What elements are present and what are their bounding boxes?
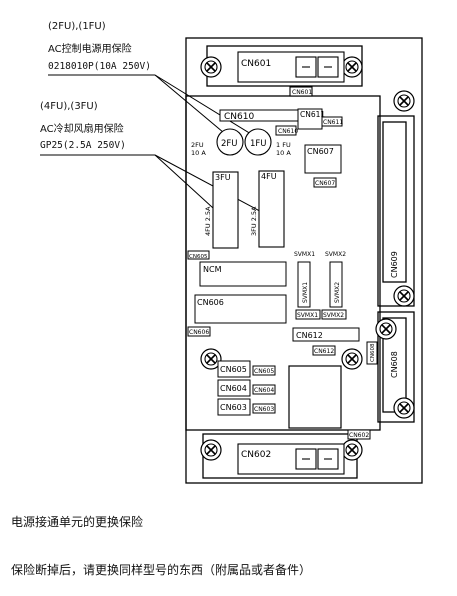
cn604-connector [217,379,251,397]
fuse-3fu [212,171,239,249]
pcb-board [185,95,381,431]
cn609-label: CN609 [390,251,399,278]
cn607-tag: CN607 [315,180,335,187]
fuse-1-2-purpose: AC控制电源用保险 [48,44,132,55]
fuse-2fu-text: 2FU [221,139,238,149]
cn605-connector [217,360,251,378]
caption-title: 电源接通单元的更换保险 [11,515,144,529]
right-panel-upper [377,115,415,307]
cn607-label: CN607 [307,147,334,156]
svmx1-body-label: SVMX1 [302,282,309,303]
leader-lines [40,74,272,219]
cn606-tag: CN606 [189,329,209,336]
cn606-connector [194,294,287,324]
cn607-connector [304,144,342,174]
cn608-label: CN608 [390,351,399,378]
fuse-4fu [258,170,285,248]
cn605-label: CN605 [220,365,247,374]
fuse-4fu-rating: 3FU 2.5A [250,206,258,236]
right-panel-lower [377,311,415,423]
transformer-block [288,365,342,429]
cn603-connector [217,398,251,416]
svmx2-tag: SVMX2 [323,312,344,319]
fuse-3fu-rating: 4FU 2.5A [204,206,212,236]
fuse-3-4-spec: GP25(2.5A 250V) [40,140,126,151]
cn606-label: CN606 [197,298,224,307]
cn604-label: CN604 [220,384,247,393]
cn605-side-tag: CN605 [189,254,208,260]
cn601-tag-box [289,86,313,97]
svmx1-connector [297,261,311,308]
cn602-label: CN602 [241,450,271,460]
fuse-1-2-ids: (2FU),(1FU) [48,21,106,32]
cn612-connector [292,327,360,342]
fuse-1fu-name: 1 FU [276,141,291,149]
fuse-2fu [216,128,244,156]
cn609-connector [382,121,407,283]
fuse-1fu-rating: 10 A [276,149,291,157]
cn604-tag: CN604 [254,387,274,394]
svmx1-top-label: SVMX1 [294,251,315,258]
cn611-tag: CN611 [323,119,343,126]
fuse-3fu-name: 3FU [215,173,231,182]
fuse-3-4-purpose: AC冷却风扇用保险 [40,124,124,135]
svmx2-connector [329,261,343,308]
cn603-tag: CN603 [254,406,274,413]
cn601-label: CN601 [241,59,271,69]
fuse-4fu-name: 4FU [261,172,277,181]
cn608-tag: CN608 [370,343,376,362]
fuse-1fu-text: 1FU [250,139,267,149]
svmx2-body-label: SVMX2 [334,282,341,303]
cn603-label: CN603 [220,403,247,412]
cn602-tag: CN602 [349,432,369,439]
fuse-2fu-name: 2FU [191,141,204,149]
cn611-label: CN611 [300,110,325,119]
ncm-module [199,261,287,287]
cn612-tag: CN612 [314,348,334,355]
cn601-tag: CN601 [292,89,312,96]
cn610-tag: CN610 [278,128,298,135]
fuse-2fu-rating: 10 A [191,149,206,157]
cn610-label: CN610 [224,112,254,122]
cn612-label: CN612 [296,331,323,340]
svmx2-top-label: SVMX2 [325,251,346,258]
cn605-tag: CN605 [254,368,274,375]
fuse-1fu [244,128,272,156]
svmx1-tag: SVMX1 [297,312,318,319]
fuse-3-4-ids: (4FU),(3FU) [40,101,98,112]
caption-note: 保险断掉后，请更换同样型号的东西（附属品或者备件） [11,563,312,577]
ncm-label: NCM [203,265,222,274]
fuse-1-2-spec: 0218010P(10A 250V) [48,61,151,72]
